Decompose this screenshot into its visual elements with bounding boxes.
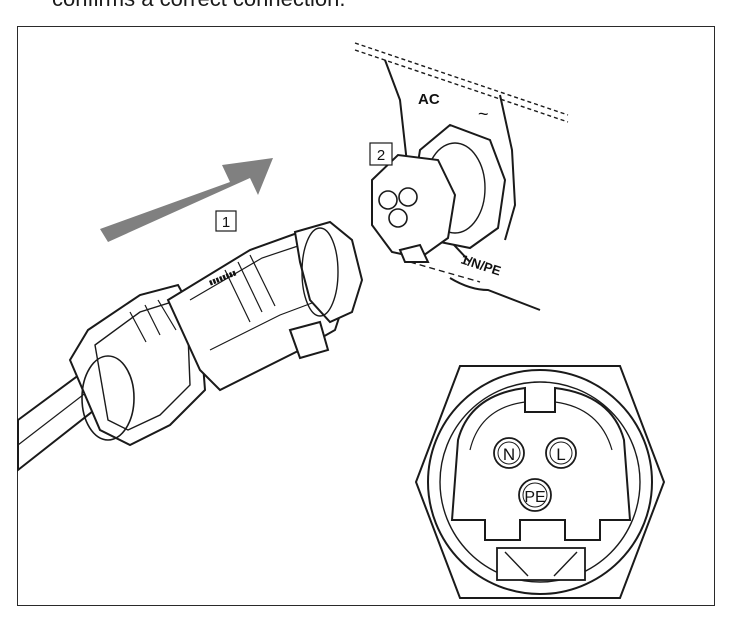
ac-plug-connector bbox=[68, 220, 364, 447]
caption-text: confirms a correct connection. bbox=[52, 0, 345, 12]
callout-1-label: 1 bbox=[222, 214, 230, 231]
callout-1-box bbox=[215, 210, 237, 232]
pin-label: 1/N/PE bbox=[459, 252, 503, 279]
callout-2-box bbox=[369, 142, 393, 166]
socket-front-view bbox=[414, 365, 666, 599]
pin-l-circle bbox=[545, 437, 577, 469]
pin-n-circle bbox=[493, 437, 525, 469]
pin-pe-circle bbox=[518, 478, 552, 512]
pin-pe-label: PE bbox=[524, 489, 545, 506]
callout-2-label: 2 bbox=[377, 147, 385, 164]
ac-label: AC bbox=[418, 91, 440, 108]
insertion-arrow bbox=[100, 158, 273, 242]
pin-n-label: N bbox=[503, 445, 515, 464]
panel-socket bbox=[371, 123, 507, 263]
ac-tilde: ~ bbox=[478, 104, 489, 124]
pin-l-label: L bbox=[556, 445, 565, 464]
